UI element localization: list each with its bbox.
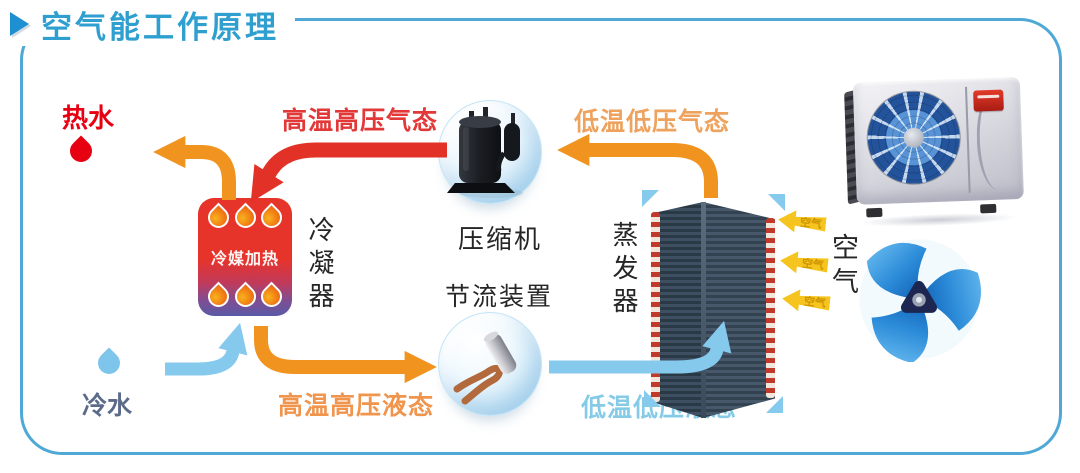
flame-icon xyxy=(203,202,234,233)
evaporator-label: 蒸发器 xyxy=(609,221,639,320)
condenser-label: 冷凝器 xyxy=(305,216,335,315)
outdoor-unit-fan-grille xyxy=(866,90,962,186)
condenser-core-text: 冷媒加热 xyxy=(210,251,279,268)
condenser-block: 冷媒加热 xyxy=(198,198,292,316)
brand-badge xyxy=(973,89,1004,112)
throttle-bubble xyxy=(438,312,542,416)
outdoor-unit-image xyxy=(844,76,1024,229)
throttle-label: 节流装置 xyxy=(445,283,554,311)
hot-water-label: 热水 xyxy=(62,103,115,133)
airflow-corner-icon xyxy=(768,194,785,211)
fan-propeller-icon xyxy=(859,239,981,362)
flame-icon xyxy=(230,202,260,233)
air-label: 空气 xyxy=(828,233,858,301)
flame-row-bottom xyxy=(203,281,287,312)
flame-icon xyxy=(256,281,287,312)
coil-end-strip xyxy=(651,212,660,402)
compressor-bubble xyxy=(438,100,542,204)
fan-hub xyxy=(903,127,925,149)
diagram-frame xyxy=(20,18,1062,455)
page-title: 空气能工作原理 xyxy=(41,9,279,45)
compressor-icon xyxy=(447,107,523,198)
title-block: 空气能工作原理 xyxy=(2,2,295,46)
hp-liquid-label: 高温高压液态 xyxy=(278,392,435,420)
evaporator-right-panel xyxy=(703,202,775,418)
airflow-corner-icon xyxy=(642,190,659,207)
evaporator-left-panel xyxy=(655,202,703,418)
flame-icon xyxy=(230,281,260,312)
hp-gas-label: 高温高压气态 xyxy=(282,107,439,135)
outdoor-unit-front xyxy=(852,76,1024,205)
evaporator-coil xyxy=(642,190,785,422)
evaporator-ridge xyxy=(701,202,706,418)
panel-divider xyxy=(964,86,971,193)
cold-water-label: 冷水 xyxy=(82,392,133,420)
play-triangle-icon xyxy=(10,12,29,36)
throttle-valve-icon xyxy=(453,331,517,405)
compressor-label: 压缩机 xyxy=(458,224,543,254)
flame-icon xyxy=(256,202,287,233)
flame-row-top xyxy=(203,202,287,233)
coil-end-strip xyxy=(766,218,775,398)
flame-icon xyxy=(203,281,234,312)
lp-gas-label: 低温低压气态 xyxy=(574,108,731,136)
